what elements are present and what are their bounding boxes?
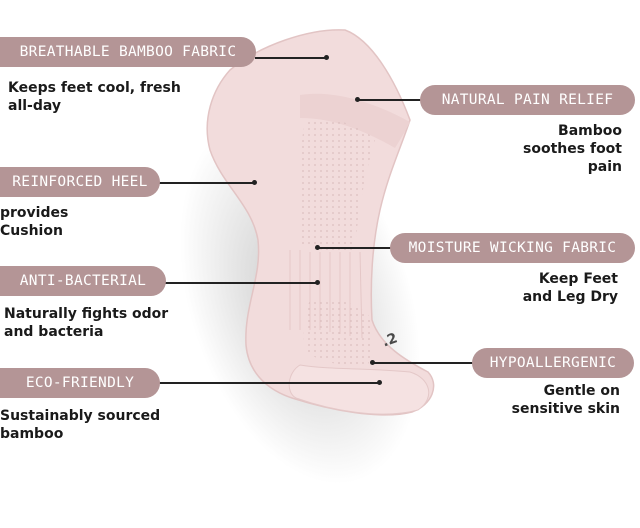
desc-line: bamboo: [0, 426, 64, 442]
connector-dot-antibacterial: [315, 280, 320, 285]
feature-label-eco: ECO-FRIENDLY: [0, 368, 160, 398]
connector-pain-relief: [358, 99, 422, 101]
connector-dot-moisture: [315, 245, 320, 250]
desc-line: sensitive skin: [511, 401, 620, 417]
feature-desc-antibacterial: Naturally fights odor and bacteria: [4, 305, 194, 341]
desc-line: Gentle on: [543, 383, 620, 399]
connector-heel: [158, 182, 255, 184]
desc-line: and Leg Dry: [522, 289, 618, 305]
connector-hypoallergenic: [373, 362, 473, 364]
desc-line: Keep Feet: [538, 271, 618, 287]
desc-line: pain: [587, 159, 622, 175]
sock-toe-mesh: [303, 299, 373, 366]
feature-label-breathable: BREATHABLE BAMBOO FABRIC: [0, 37, 256, 67]
connector-moisture: [318, 247, 392, 249]
feature-desc-moisture: Keep Feet and Leg Dry: [490, 270, 618, 306]
connector-eco: [158, 382, 380, 384]
desc-line: all-day: [8, 98, 62, 114]
desc-line: Cushion: [0, 223, 63, 239]
desc-line: Sustainably sourced: [0, 408, 161, 424]
feature-desc-hypoallergenic: Gentle on sensitive skin: [490, 382, 620, 418]
feature-desc-eco: Sustainably sourced bamboo: [0, 407, 190, 443]
desc-line: Keeps feet cool, fresh: [8, 80, 181, 96]
connector-dot-hypoallergenic: [370, 360, 375, 365]
feature-label-hypoallergenic: HYPOALLERGENIC: [472, 348, 634, 378]
connector-dot-breathable: [324, 55, 329, 60]
feature-label-moisture: MOISTURE WICKING FABRIC: [390, 233, 635, 263]
feature-desc-breathable: Keeps feet cool, fresh all-day: [8, 79, 208, 115]
desc-line: Bamboo: [558, 123, 622, 139]
desc-line: provides: [0, 205, 69, 221]
sock-mesh-panel: [299, 118, 375, 251]
connector-breathable: [255, 57, 327, 59]
sock-toe: [288, 364, 430, 415]
connector-dot-pain-relief: [355, 97, 360, 102]
feature-desc-pain-relief: Bamboo soothes foot pain: [500, 122, 622, 176]
desc-line: Naturally fights odor: [4, 306, 169, 322]
feature-label-heel: REINFORCED HEEL: [0, 167, 160, 197]
desc-line: and bacteria: [4, 324, 104, 340]
sock-cuff: [300, 93, 410, 148]
connector-dot-eco: [377, 380, 382, 385]
feature-label-antibacterial: ANTI-BACTERIAL: [0, 266, 166, 296]
feature-label-pain-relief: NATURAL PAIN RELIEF: [420, 85, 635, 115]
sock-logo-mark: .2: [380, 330, 400, 350]
feature-desc-heel: provides Cushion: [0, 204, 140, 240]
desc-line: soothes foot: [523, 141, 622, 157]
connector-antibacterial: [164, 282, 318, 284]
connector-dot-heel: [252, 180, 257, 185]
